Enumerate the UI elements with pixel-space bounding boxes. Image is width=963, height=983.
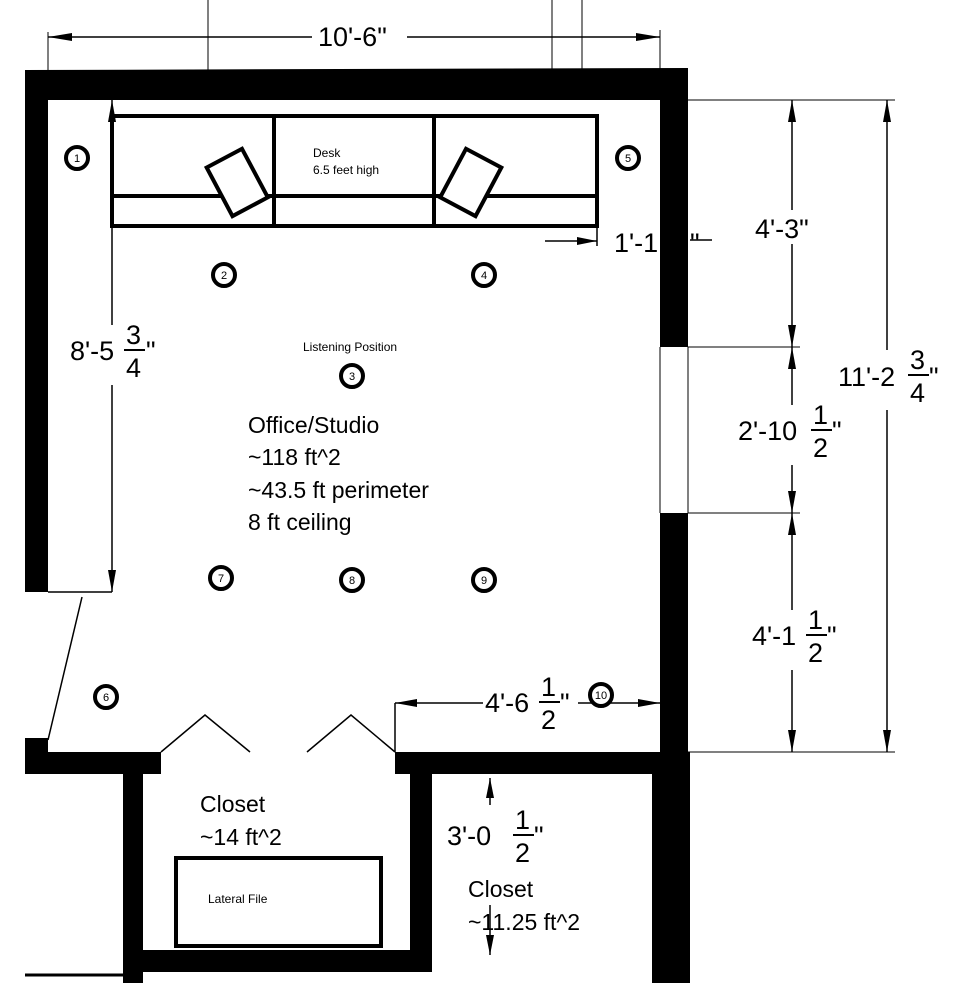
svg-text:2: 2 [541, 705, 556, 735]
lateral-file-label: Lateral File [208, 892, 268, 906]
dim-total-height: 11'-2 3 4 " [838, 345, 939, 408]
lateral-file [174, 856, 383, 948]
svg-text:7: 7 [218, 573, 224, 585]
svg-text:3'-0: 3'-0 [447, 821, 491, 851]
svg-text:3: 3 [910, 345, 925, 375]
dim-top-width: 10'-6" [318, 22, 387, 52]
closet-doors [160, 714, 396, 753]
marker-8: 8 [339, 567, 365, 593]
marker-5: 5 [615, 145, 641, 171]
svg-text:Closet: Closet [200, 791, 266, 817]
svg-text:1: 1 [74, 153, 80, 165]
marker-9: 9 [471, 567, 497, 593]
svg-text:~43.5 ft perimeter: ~43.5 ft perimeter [248, 477, 429, 503]
svg-text:1: 1 [541, 672, 556, 702]
dim-desk-offset: 1'-1 [614, 228, 658, 258]
dim-right-upper: 4'-3" [755, 214, 809, 244]
svg-text:": " [690, 228, 700, 258]
dim-bottom-right: 4'-6 1 2 " [485, 672, 570, 735]
svg-text:2: 2 [813, 433, 828, 463]
svg-text:~14 ft^2: ~14 ft^2 [200, 824, 282, 850]
svg-text:": " [560, 688, 570, 718]
svg-text:8: 8 [349, 575, 355, 587]
svg-text:": " [929, 362, 939, 392]
marker-10: 10 [588, 682, 614, 708]
desk: Desk 6.5 feet high [110, 114, 599, 228]
dim-left-height: 8'-5 3 4 " [70, 320, 156, 383]
svg-text:2: 2 [808, 638, 823, 668]
svg-text:1: 1 [813, 400, 828, 430]
svg-text:": " [534, 821, 544, 851]
marker-6: 6 [93, 684, 119, 710]
svg-text:10: 10 [595, 690, 607, 702]
walls [25, 68, 690, 983]
svg-text:3: 3 [349, 371, 355, 383]
svg-text:11'-2: 11'-2 [838, 362, 895, 392]
svg-text:2'-10: 2'-10 [738, 416, 797, 446]
marker-2: 2 [211, 262, 237, 288]
marker-7: 7 [208, 565, 234, 591]
svg-text:4: 4 [126, 353, 141, 383]
speaker-markers: 1 2 3 4 5 6 7 8 9 10 [64, 145, 641, 710]
dimension-lines [47, 0, 895, 955]
closet-right-label: Closet ~11.25 ft^2 [468, 876, 580, 935]
svg-text:1: 1 [515, 805, 530, 835]
svg-text:Office/Studio: Office/Studio [248, 412, 379, 438]
svg-text:~118 ft^2: ~118 ft^2 [248, 444, 341, 470]
svg-text:2: 2 [221, 270, 227, 282]
listening-position-label: Listening Position [303, 340, 397, 354]
marker-4: 4 [471, 262, 497, 288]
svg-text:3: 3 [126, 320, 141, 350]
svg-text:8'-5: 8'-5 [70, 336, 114, 366]
desk-label: Desk [313, 146, 341, 160]
svg-text:": " [832, 416, 842, 446]
svg-text:5: 5 [625, 153, 631, 165]
dim-window: 2'-10 1 2 " [738, 400, 842, 463]
svg-text:4'-6: 4'-6 [485, 688, 529, 718]
svg-text:": " [827, 621, 837, 651]
monitor-right [437, 146, 505, 219]
marker-1: 1 [64, 145, 90, 171]
svg-text:4: 4 [910, 378, 925, 408]
svg-text:4'-1: 4'-1 [752, 621, 796, 651]
svg-text:1: 1 [808, 605, 823, 635]
monitor-left [203, 146, 271, 219]
room-label: Office/Studio ~118 ft^2 ~43.5 ft perimet… [248, 412, 429, 535]
svg-text:4: 4 [481, 270, 487, 282]
svg-text:Closet: Closet [468, 876, 534, 902]
dim-closet-depth: 3'-0 1 2 " [447, 805, 544, 868]
dimension-labels: 10'-6" 1'-1 " 8'-5 3 4 " 4'-3" 2'-10 1 2… [68, 20, 946, 868]
closet-left-label: Closet ~14 ft^2 [200, 791, 282, 850]
marker-3: 3 [339, 363, 365, 389]
dim-right-lower: 4'-1 1 2 " [752, 605, 837, 668]
desk-height: 6.5 feet high [313, 163, 379, 177]
svg-text:9: 9 [481, 575, 487, 587]
svg-text:6: 6 [103, 692, 109, 704]
svg-text:~11.25 ft^2: ~11.25 ft^2 [468, 909, 580, 935]
svg-text:8 ft ceiling: 8 ft ceiling [248, 509, 352, 535]
svg-text:": " [146, 336, 156, 366]
svg-text:2: 2 [515, 838, 530, 868]
